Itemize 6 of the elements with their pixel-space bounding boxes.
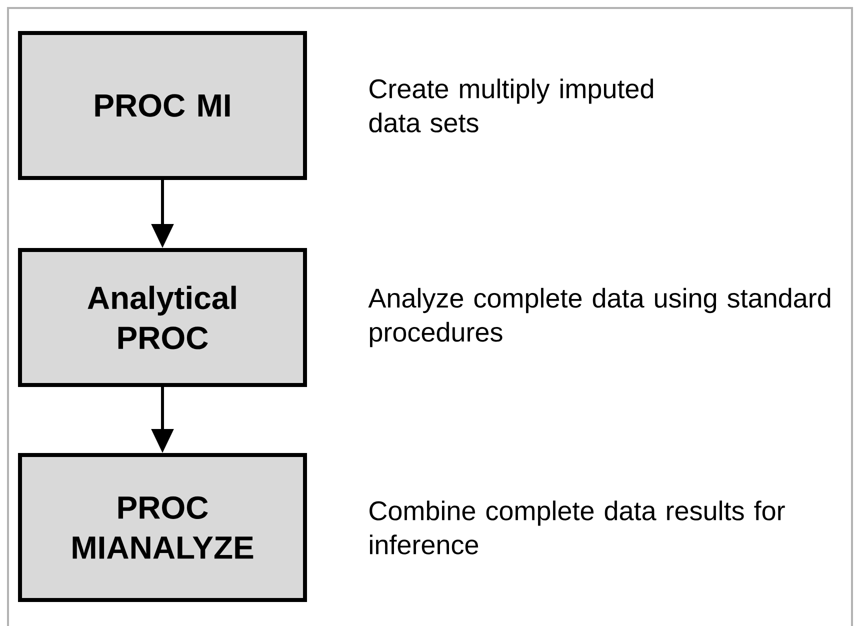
description-text: Analyze complete data using standard procedures bbox=[368, 288, 830, 348]
process-box: Analytical PROC bbox=[18, 248, 307, 387]
description-text: Combine complete data results for inference bbox=[370, 500, 785, 554]
description-text: Create multiply imputed data sets bbox=[369, 78, 654, 132]
process-box: PROC MIANALYZE bbox=[18, 453, 307, 602]
process-box: PROC MI bbox=[18, 31, 307, 180]
